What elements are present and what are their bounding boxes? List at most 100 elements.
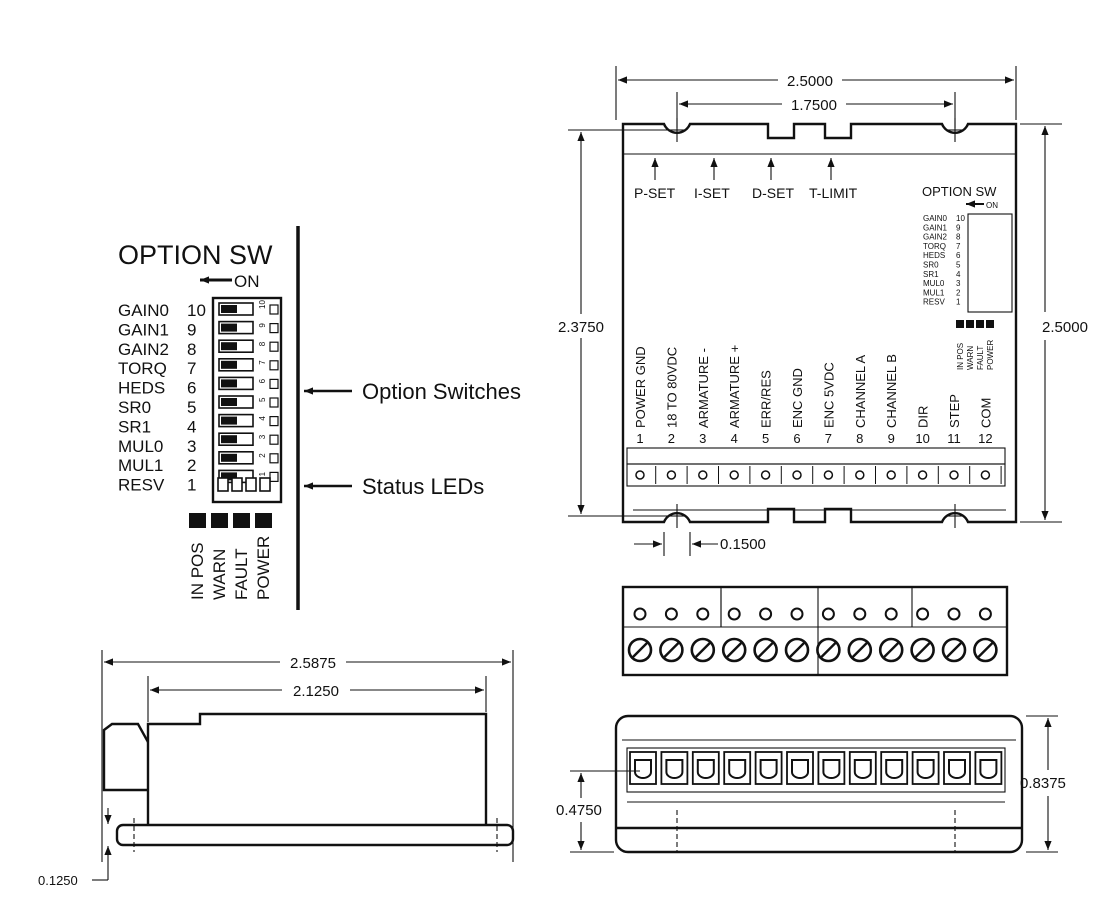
- switch-lever: [221, 398, 237, 406]
- switch-body-number: 10: [258, 300, 267, 309]
- switch-name: SR0: [118, 398, 151, 417]
- led-square: [189, 513, 206, 528]
- pin-label: ERR/RES: [759, 370, 774, 428]
- svg-text:2.5000: 2.5000: [787, 73, 833, 90]
- screw-slot: [946, 642, 962, 658]
- pin-label: ARMATURE +: [727, 345, 742, 428]
- switch-number: 2: [187, 456, 196, 475]
- screw-slot: [632, 642, 648, 658]
- terminal-screw: [729, 470, 739, 480]
- switch-tab: [269, 434, 279, 445]
- led-label: IN POS: [188, 542, 207, 600]
- mini-switch-name: MUL1: [923, 288, 945, 297]
- terminal-screws: [635, 466, 1002, 484]
- status-led-box: [245, 477, 257, 492]
- connector-hole: [821, 607, 835, 621]
- mini-switch-number: 8: [956, 233, 961, 242]
- status-led-box: [217, 477, 229, 492]
- screw-slot: [914, 642, 931, 658]
- front-terminal: [629, 751, 657, 785]
- connector-hole: [884, 607, 898, 621]
- front-terminal-clamp: [728, 759, 747, 779]
- front-terminal: [943, 751, 971, 785]
- pin-label: ENC GND: [790, 368, 805, 428]
- front-terminal-clamp: [696, 759, 715, 779]
- pot-label: D-SET: [752, 185, 794, 201]
- mini-led-label: POWER: [986, 340, 995, 370]
- switch-body-number: 3: [258, 434, 267, 439]
- terminal-screw: [949, 470, 959, 480]
- connector-holes: [633, 607, 992, 621]
- switch-name: GAIN1: [118, 320, 169, 339]
- svg-text:2.3750: 2.3750: [558, 319, 604, 336]
- dim-length-overall: 2.5875: [101, 650, 514, 862]
- pot-label: P-SET: [634, 185, 676, 201]
- top-on-label: ON: [986, 201, 998, 210]
- front-terminal-clamp: [665, 759, 684, 779]
- switch-body-number: 8: [258, 341, 267, 346]
- front-terminal-clamp: [634, 759, 652, 779]
- screw-slot: [977, 642, 994, 658]
- pin-number: 11: [947, 431, 961, 446]
- front-terminals: [629, 751, 1003, 785]
- terminal-strip: [626, 463, 1006, 487]
- status-led-box: [259, 477, 271, 492]
- mini-switch-name: SR0: [923, 261, 939, 270]
- mini-switch-number: 1: [956, 298, 961, 307]
- led-square: [255, 513, 272, 528]
- pin-label: CHANNEL B: [884, 354, 899, 428]
- pin-label: STEP: [947, 394, 962, 428]
- mini-switch-number: 10: [956, 214, 965, 223]
- option-switches-callout: Option Switches: [362, 379, 521, 404]
- front-terminal-clamp: [948, 759, 966, 779]
- pin-label: 18 TO 80VDC: [664, 347, 679, 428]
- screw-slot: [663, 642, 680, 658]
- connector-hole: [916, 607, 930, 621]
- switch-name: MUL0: [118, 437, 163, 456]
- switch-name: MUL1: [118, 456, 163, 475]
- top-dip-switch-body: [967, 213, 1013, 313]
- front-terminal-clamp: [979, 759, 998, 779]
- pin-number: 4: [731, 431, 738, 446]
- top-led-indicators: [956, 320, 994, 328]
- pin-label: CHANNEL A: [853, 354, 868, 428]
- pin-number: 6: [793, 431, 800, 446]
- switch-body-number: 2: [258, 453, 267, 458]
- dim-height-front: 0.8375: [1020, 715, 1066, 853]
- dim-terminal-height: 0.4750: [556, 770, 640, 853]
- terminal-screw: [886, 470, 896, 480]
- switch-tab: [269, 323, 279, 334]
- screw-slot: [757, 642, 774, 658]
- front-terminal-clamp: [885, 759, 904, 779]
- mini-switch-name: RESV: [923, 298, 945, 307]
- switch-tab: [269, 397, 279, 408]
- dim-height-overall: 2.5000: [1020, 123, 1088, 523]
- mini-switch-number: 6: [956, 251, 961, 260]
- mini-switch-number: 9: [956, 223, 961, 232]
- connector-body: [621, 585, 1009, 677]
- dim-height-holes: 2.3750: [558, 129, 672, 517]
- switch-body-number: 9: [258, 323, 267, 328]
- switch-number: 5: [187, 398, 196, 417]
- svg-text:0.1250: 0.1250: [38, 873, 78, 888]
- mini-switch-number: 2: [956, 288, 961, 297]
- front-terminal-clamp: [822, 759, 841, 779]
- switch-lever: [221, 472, 237, 481]
- led-indicators: [189, 513, 272, 528]
- pin-label: ENC 5VDC: [821, 362, 836, 428]
- switch-body-number: 6: [258, 378, 267, 383]
- switch-tab: [269, 304, 279, 315]
- mini-switch-name: GAIN0: [923, 214, 948, 223]
- switch-lever: [221, 323, 237, 332]
- mini-led-label: FAULT: [976, 346, 985, 370]
- led-label: POWER: [254, 536, 273, 600]
- terminal-strip-top: [626, 447, 1006, 465]
- pin-number: 5: [762, 431, 769, 446]
- dip-switch-body: [211, 296, 283, 504]
- pin-number: 7: [825, 431, 832, 446]
- connector-hole: [978, 607, 992, 621]
